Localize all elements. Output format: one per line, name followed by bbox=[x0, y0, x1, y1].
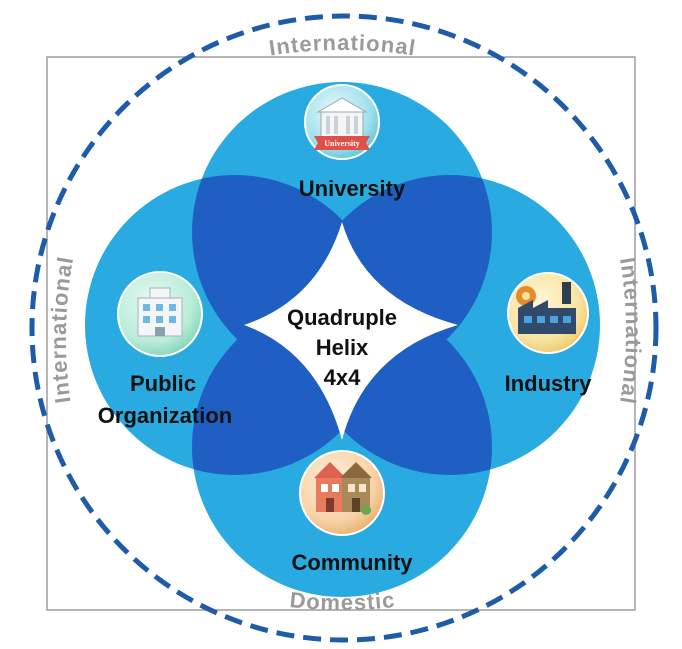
university-label: University bbox=[299, 176, 406, 201]
outer-dashed-ring bbox=[29, 13, 659, 643]
factory-icon bbox=[507, 272, 589, 354]
ring-label-left: International bbox=[46, 254, 78, 405]
ring-label-right: International bbox=[615, 256, 646, 407]
diagram-frame bbox=[46, 56, 636, 611]
center-star bbox=[244, 222, 458, 440]
center-title-line1: Quadruple bbox=[287, 305, 397, 330]
center-title-line3: 4x4 bbox=[324, 365, 361, 390]
center-title-line2: Helix bbox=[316, 335, 369, 360]
public-organization-label-line1: Public bbox=[130, 371, 196, 396]
public-organization-label-line2: Organization bbox=[98, 403, 232, 428]
office-building-icon bbox=[117, 271, 203, 357]
community-label: Community bbox=[292, 550, 414, 575]
university-badge-text: University bbox=[324, 139, 360, 148]
university-building-icon: University bbox=[304, 84, 380, 160]
industry-label: Industry bbox=[505, 371, 593, 396]
ring-label-bottom: Domestic bbox=[289, 587, 397, 615]
houses-icon bbox=[299, 450, 385, 536]
ring-label-top: International bbox=[267, 30, 417, 61]
